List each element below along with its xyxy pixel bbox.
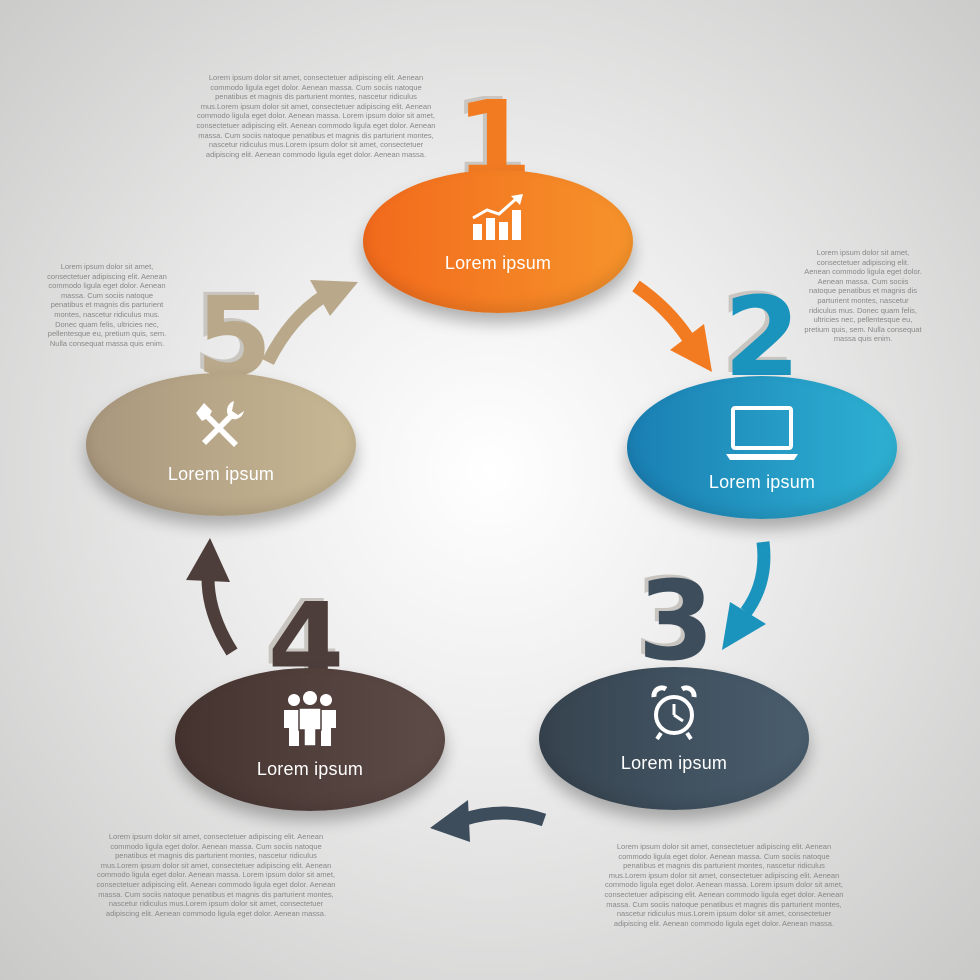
arrow-4-to-5 [186,538,238,656]
step-oval[interactable]: Lorem ipsum [539,667,809,810]
step-oval[interactable]: Lorem ipsum [627,376,897,519]
arrow-5-to-1 [262,280,358,365]
step-label: Lorem ipsum [620,753,728,773]
step-label: Lorem ipsum [708,472,816,492]
step-number: 2 [723,273,801,401]
step-oval[interactable]: Lorem ipsum [175,668,445,811]
step-number: 3 [637,557,715,685]
laptop-icon [726,406,798,460]
step-description: Lorem ipsum dolor sit amet, consectetuer… [604,842,844,928]
arrow-1-to-2 [632,280,712,372]
alarm-clock-icon [651,685,697,741]
arrow-2-to-3 [722,541,771,650]
growth-chart-icon [472,194,523,240]
arrow-3-to-4 [430,800,547,842]
step-description: Lorem ipsum dolor sit amet, consectetuer… [96,832,336,918]
step-label: Lorem ipsum [256,759,364,779]
step-label: Lorem ipsum [444,253,552,273]
tools-icon [196,401,244,447]
step-oval[interactable]: Lorem ipsum [86,373,356,516]
step-description: Lorem ipsum dolor sit amet, consectetuer… [47,262,167,348]
step-oval[interactable]: Lorem ipsum [363,170,633,313]
step-label: Lorem ipsum [167,464,275,484]
step-description: Lorem ipsum dolor sit amet, consectetuer… [196,73,436,159]
team-people-icon [284,691,336,746]
step-description: Lorem ipsum dolor sit amet, consectetuer… [804,248,922,344]
